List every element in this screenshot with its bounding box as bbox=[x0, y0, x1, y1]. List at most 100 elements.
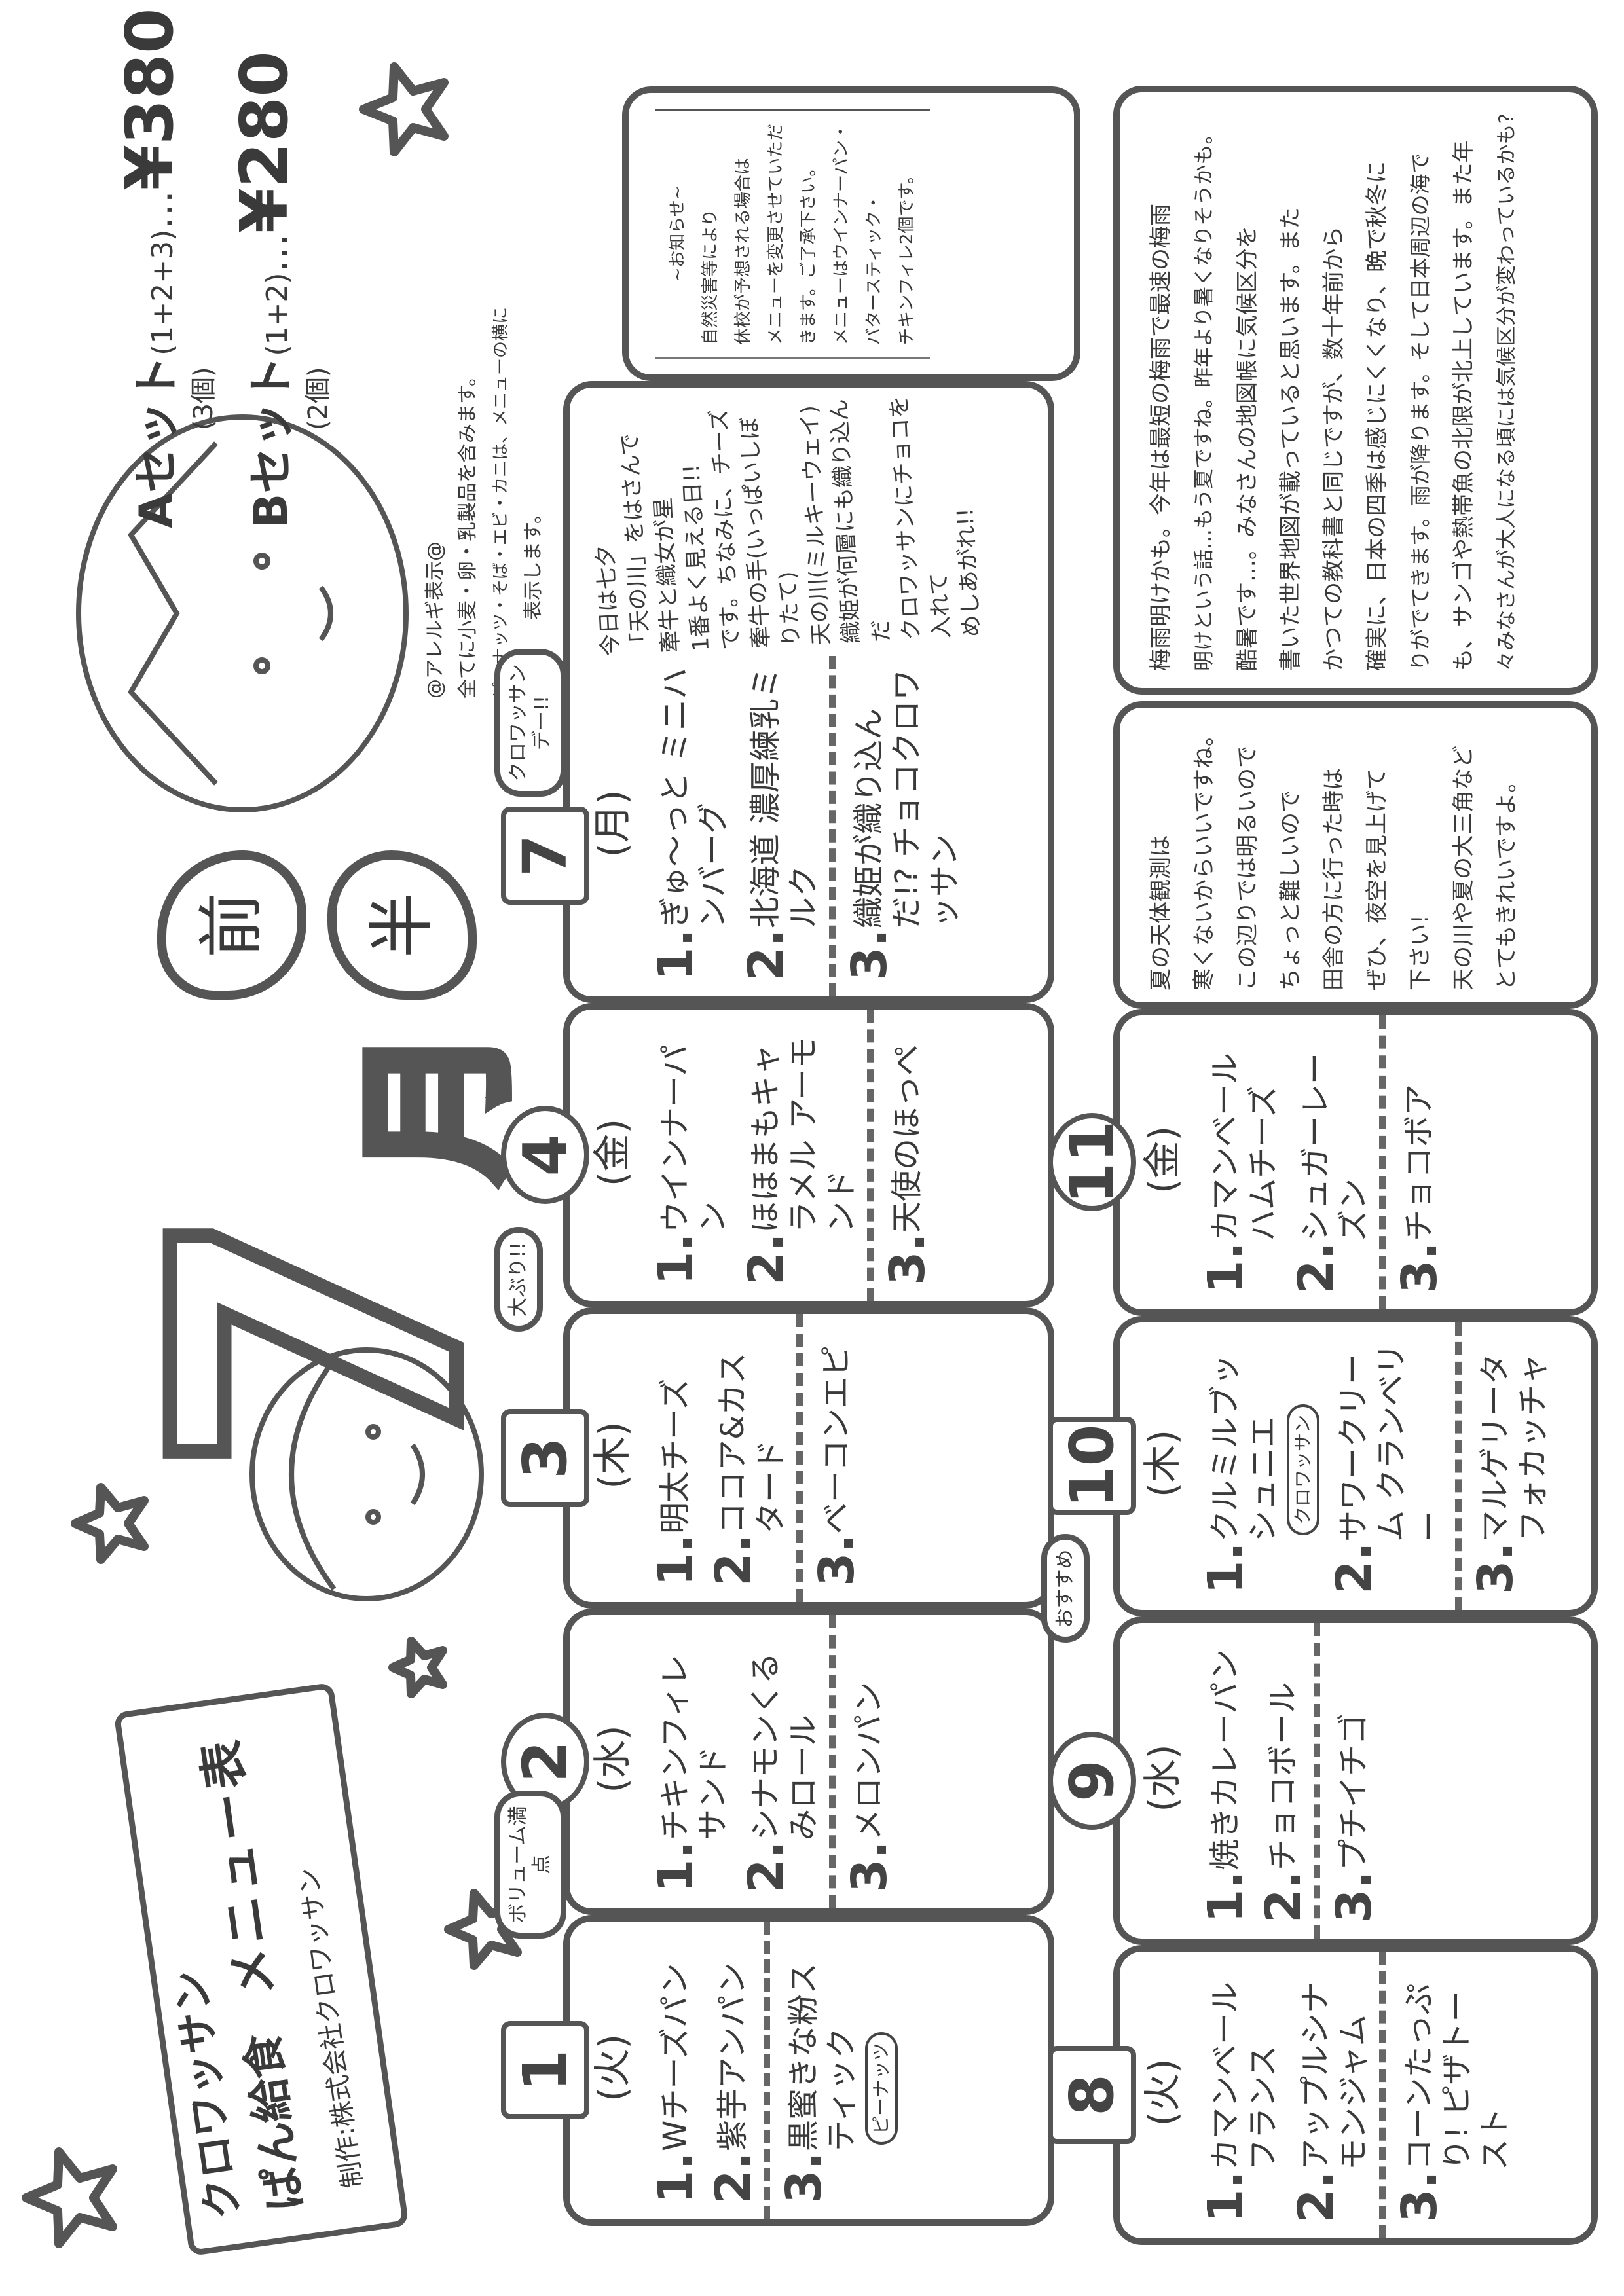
dashed-divider bbox=[829, 656, 836, 996]
notice-inner: ~お知らせ~ 自然災害等により 休校が予想される場合は メニューを変更させていた… bbox=[655, 109, 930, 359]
column-line: かつての教科書と同じですが、数十年前から bbox=[1321, 226, 1347, 671]
item-name: ぎゅ〜っと ミニハンバーグ bbox=[652, 666, 732, 928]
item-number: 3. bbox=[1326, 1870, 1382, 1923]
summer-line: ちょっと難しいので bbox=[1278, 790, 1304, 991]
star-icon bbox=[71, 1483, 149, 1564]
item-number: 3. bbox=[1392, 2170, 1448, 2223]
item-name-text: ベーコンエピ bbox=[818, 1345, 855, 1534]
allergy-notice: @アレルギ表示@ 全てに小麦・卵・乳製品を含みます。 ピーナッツ・そば・エビ・カ… bbox=[419, 280, 550, 699]
item-number: 3. bbox=[841, 928, 898, 981]
item-name: マルゲリータ フォカッチャ bbox=[1472, 1333, 1552, 1542]
date-tab: 10 bbox=[1048, 1417, 1136, 1516]
item-name: コーンたっぷり! ピザトースト bbox=[1396, 1962, 1514, 2170]
item-number: 3. bbox=[841, 1840, 898, 1893]
item-number: 1. bbox=[648, 1534, 704, 1586]
dashed-divider bbox=[1455, 1322, 1462, 1610]
half-label: 半 bbox=[363, 892, 440, 958]
menu-item: 2.アップルシナモンジャム bbox=[1288, 1962, 1373, 2223]
summer-column-box: 夏の天体観測は 寒くないからいいですね。 この辺りでは明るいので ちょっと難しい… bbox=[1113, 701, 1598, 1009]
star-icons bbox=[22, 62, 522, 2248]
column-line: りがでてきます。雨が降ります。そして日本周辺の海で bbox=[1408, 153, 1433, 671]
month-unit: 月 bbox=[342, 1021, 535, 1188]
summer-line: 天の川や夏の大三角など bbox=[1450, 746, 1477, 991]
allergy-heading: @アレルギ表示@ bbox=[424, 541, 447, 699]
menu-item: 3.チョコボア bbox=[1392, 1026, 1448, 1294]
item-number: 2. bbox=[1288, 1241, 1344, 1294]
item-name: メロンパン bbox=[846, 1682, 888, 1840]
item-name: ウインナーパン bbox=[652, 1020, 732, 1233]
notice-line: メニューを変更させていただ bbox=[766, 123, 786, 345]
set-price: ¥280 bbox=[226, 51, 303, 234]
item-name: 明太チーズ bbox=[652, 1378, 694, 1534]
summer-line: 夏の天体観測は bbox=[1148, 835, 1174, 991]
item-name: 焼きカレーパン bbox=[1202, 1649, 1244, 1870]
item-name-text: 明太チーズ bbox=[657, 1378, 693, 1534]
boy-illustration bbox=[249, 1347, 484, 1601]
item-name: カマンベール フランス bbox=[1202, 1962, 1282, 2170]
item-number: 2. bbox=[705, 2151, 762, 2204]
item-name-text: 織姫が織り込んだ!? チョコクロワッサン bbox=[851, 669, 963, 928]
star-icon bbox=[359, 62, 449, 156]
item-name: アップルシナモンジャム bbox=[1293, 1962, 1373, 2170]
notice-line: きます。ご了承下さい。 bbox=[799, 159, 819, 345]
item-name-text: Wチーズパン bbox=[657, 1963, 693, 2151]
item-name: サワークリーム クランベリー bbox=[1331, 1333, 1449, 1542]
day-badge: おすすめ bbox=[1041, 1534, 1090, 1643]
item-name-text: 北海道 濃厚練乳ミルク bbox=[747, 666, 822, 928]
allergen-tag: クロワッサン bbox=[1287, 1404, 1320, 1535]
item-number: 3. bbox=[879, 1233, 936, 1285]
notice-line: チキンフィレ2個です。 bbox=[897, 167, 917, 345]
menu-item: 1.カマンベール フランス bbox=[1198, 1962, 1282, 2223]
menu-item: 1.ぎゅ〜っと ミニハンバーグ bbox=[648, 666, 732, 981]
menu-item: 2.ほほまもキャラメル アーモンド bbox=[738, 1020, 860, 1285]
dashed-divider bbox=[764, 1922, 770, 2219]
item-number: 3. bbox=[1392, 1241, 1448, 1294]
set-count: (2個) bbox=[303, 367, 333, 430]
girl-illustration bbox=[76, 414, 409, 812]
menu-item: 1.焼きカレーパン bbox=[1198, 1633, 1254, 1923]
date-tab: 7 bbox=[501, 807, 589, 905]
set-prices: Aセット(1+2+3)…¥380 (3個) Bセット(1+2)…¥280 (2個… bbox=[111, 8, 334, 528]
item-name-text: アップルシナモンジャム bbox=[1297, 1981, 1372, 2170]
item-name-text: ほほまもキャラメル アーモンド bbox=[747, 1037, 860, 1233]
set-combo: (1+2) bbox=[261, 272, 294, 356]
menu-item: 3.黒蜜きな粉スティックピーナッツ bbox=[776, 1932, 898, 2204]
item-name-text: シナモンくるみロール bbox=[747, 1652, 822, 1840]
item-name: シナモンくるみロール bbox=[743, 1626, 822, 1840]
column-line: 々みなさんが大人になる頃には気候区分が変わっているかも? bbox=[1495, 113, 1519, 671]
day-badge: 大ぶり!! bbox=[494, 1227, 543, 1332]
date-tab: 4 bbox=[501, 1106, 589, 1205]
item-number: 1. bbox=[1198, 2170, 1254, 2223]
notice-line: 休校が予想される場合は bbox=[733, 157, 753, 345]
date-tab: 8 bbox=[1048, 2046, 1136, 2144]
menu-item: 2.チョコボール bbox=[1255, 1633, 1312, 1923]
dashed-divider bbox=[1379, 1952, 1386, 2238]
item-number: 1. bbox=[1198, 1241, 1254, 1294]
item-number: 3. bbox=[809, 1534, 865, 1586]
star-icon bbox=[22, 2147, 117, 2248]
set-row-a: Aセット(1+2+3)…¥380 (3個) bbox=[111, 8, 219, 528]
day-badge: ボリューム満点 bbox=[494, 1791, 566, 1939]
item-number: 3. bbox=[1467, 1542, 1524, 1594]
first-half-star-1: 前 bbox=[157, 850, 306, 1000]
dashed-divider bbox=[867, 1010, 874, 1301]
item-name-text: ウインナーパン bbox=[657, 1044, 731, 1233]
item-name-text: プチイチゴ bbox=[1335, 1713, 1372, 1870]
notice-line: バタースティック・ bbox=[864, 194, 884, 345]
menu-item: 3.ベーコンエピ bbox=[809, 1324, 865, 1586]
item-name: 北海道 濃厚練乳ミルク bbox=[743, 666, 822, 928]
set-name: Aセット bbox=[130, 355, 183, 528]
dashed-divider bbox=[796, 1314, 803, 1602]
menu-item: 3.メロンパン bbox=[841, 1626, 898, 1893]
item-name: ほほまもキャラメル アーモンド bbox=[743, 1020, 860, 1233]
dashed-divider bbox=[1314, 1623, 1320, 1939]
column-line: 確実に、日本の四季は感じにくくなり、晩で秋冬に bbox=[1364, 161, 1390, 671]
notice-heading: ~お知らせ~ bbox=[668, 185, 688, 282]
